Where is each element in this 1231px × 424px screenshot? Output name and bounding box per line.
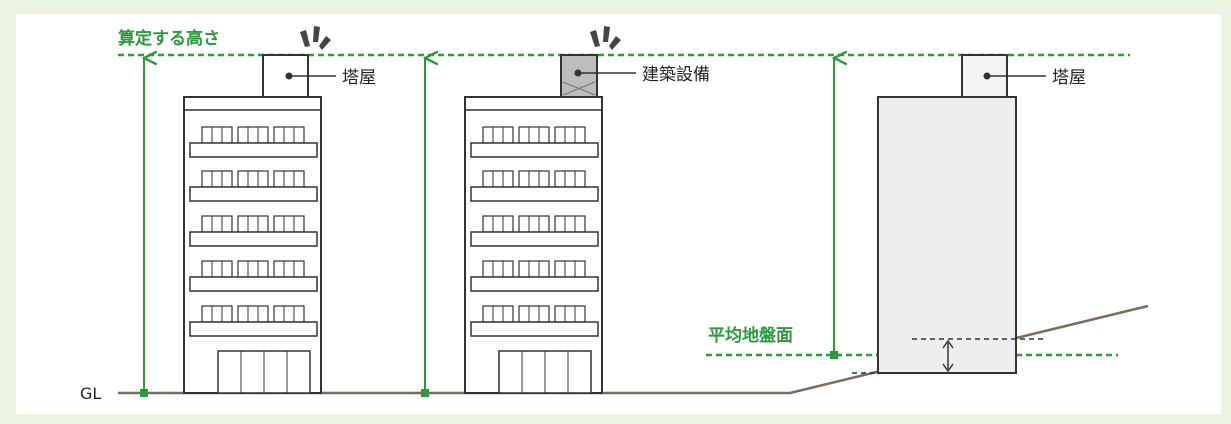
window bbox=[518, 305, 550, 323]
building-1-floors bbox=[189, 126, 318, 337]
gl-label: GL bbox=[80, 384, 101, 403]
window bbox=[482, 260, 514, 278]
balcony bbox=[470, 142, 599, 158]
window bbox=[482, 170, 514, 188]
window bbox=[237, 170, 269, 188]
window bbox=[518, 215, 550, 233]
calculated-height-label: 算定する高さ bbox=[117, 28, 220, 49]
window bbox=[482, 126, 514, 144]
height-arrow-1 bbox=[140, 58, 148, 397]
building-1 bbox=[183, 54, 322, 394]
window bbox=[273, 305, 305, 323]
height-arrow-3 bbox=[830, 58, 838, 359]
balcony bbox=[470, 186, 599, 202]
window bbox=[273, 126, 305, 144]
window bbox=[554, 126, 586, 144]
window bbox=[482, 305, 514, 323]
window bbox=[201, 305, 233, 323]
ground-difference-arrow bbox=[942, 339, 954, 373]
balcony bbox=[189, 276, 318, 292]
window bbox=[237, 126, 269, 144]
window bbox=[554, 305, 586, 323]
window bbox=[237, 305, 269, 323]
balcony bbox=[470, 321, 599, 337]
building-3 bbox=[877, 54, 1017, 374]
penthouse-label-1: 塔屋 bbox=[342, 68, 376, 88]
window bbox=[518, 126, 550, 144]
leader-penthouse-1 bbox=[285, 72, 336, 80]
window bbox=[518, 260, 550, 278]
window bbox=[554, 260, 586, 278]
window bbox=[554, 170, 586, 188]
equipment-label: 建築設備 bbox=[642, 65, 710, 85]
emphasis-burst-icon bbox=[590, 26, 621, 50]
window bbox=[201, 215, 233, 233]
balcony bbox=[189, 142, 318, 158]
window bbox=[201, 170, 233, 188]
balcony bbox=[470, 231, 599, 247]
window bbox=[518, 170, 550, 188]
window bbox=[554, 215, 586, 233]
ground-line bbox=[118, 304, 1149, 395]
height-arrow-2 bbox=[421, 58, 429, 397]
emphasis-burst-icon bbox=[300, 26, 331, 50]
penthouse-label-2: 塔屋 bbox=[1052, 68, 1086, 88]
window bbox=[237, 215, 269, 233]
window bbox=[237, 260, 269, 278]
window bbox=[273, 170, 305, 188]
building-2 bbox=[464, 54, 603, 394]
average-ground-label: 平均地盤面 bbox=[708, 325, 793, 346]
balcony bbox=[189, 321, 318, 337]
window bbox=[273, 260, 305, 278]
window bbox=[482, 215, 514, 233]
window bbox=[201, 126, 233, 144]
leader-penthouse-2 bbox=[983, 72, 1046, 80]
balcony bbox=[470, 276, 599, 292]
building-2-floors bbox=[470, 126, 599, 337]
balcony bbox=[189, 231, 318, 247]
leader-equipment bbox=[574, 69, 636, 77]
window bbox=[201, 260, 233, 278]
window bbox=[273, 215, 305, 233]
balcony bbox=[189, 186, 318, 202]
